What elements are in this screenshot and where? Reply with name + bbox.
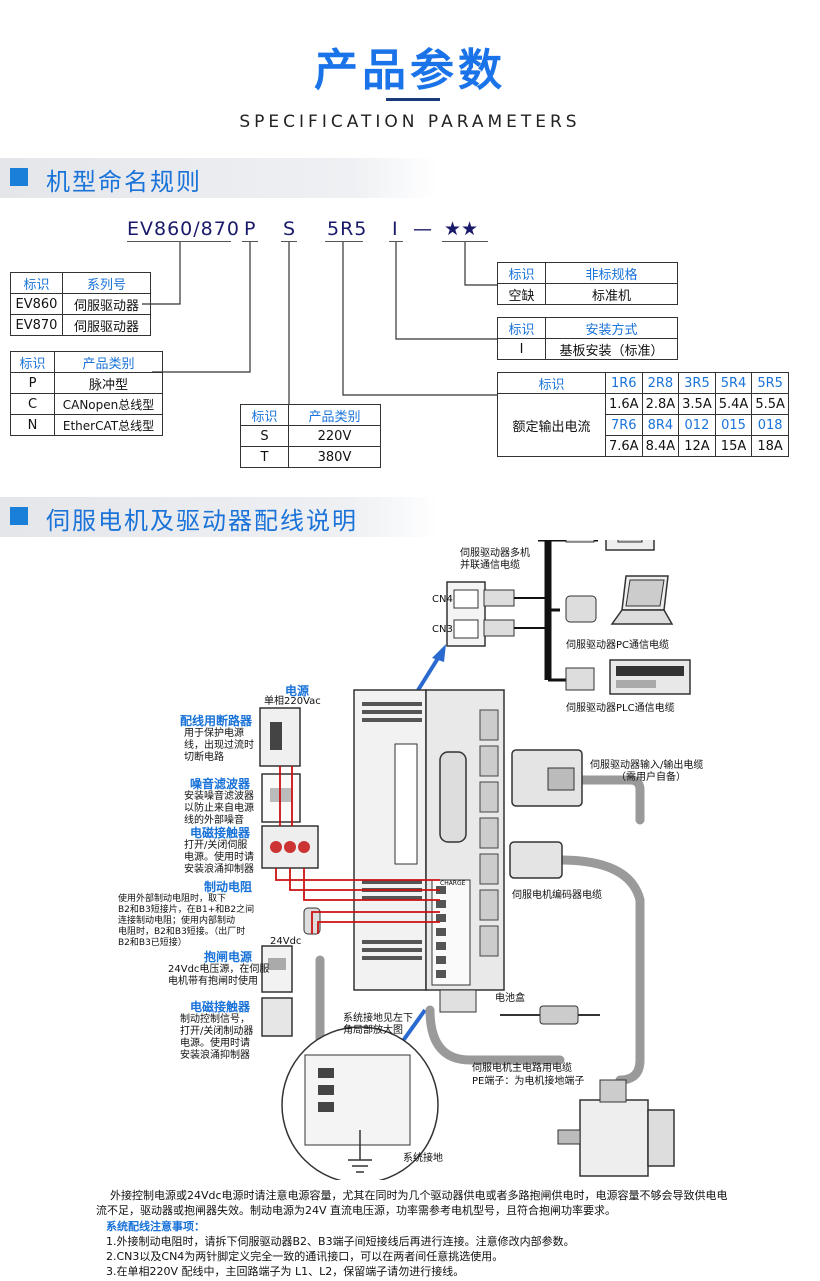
section-header-naming: 机型命名规则 [0,158,438,198]
brake-res-label: 制动电阻 [204,880,253,894]
notes-heading: 系统配线注意事项： [106,1220,205,1233]
model-code-dash: — [413,218,433,240]
title-underline [386,98,440,101]
filter-desc: 安装噪音滤波器 以防止来自电源 线的外部噪音 [184,791,254,826]
wiring-diagram [259,540,691,1180]
brake-res-desc: 使用外部制动电阻时，取下 B2和B3短接片，在B1+和B2之间 连接制动电阻；使… [118,894,255,948]
encoder-cable-label: 伺服电机编码器电缆 [512,890,602,901]
brake-power-label: 抱闸电源 [204,950,253,964]
power-label: 电源 [285,684,310,698]
vdc-label: 24Vdc [270,936,302,947]
brake-power-desc: 24Vdc电压源，在伺服 电机带有抱闸时使用 [168,964,270,987]
model-code-series: EV860/870 [127,218,240,240]
breaker-label: 配线用断路器 [180,714,253,728]
notes-item-2: 2.CN3以及CN4为两针脚定义完全一致的通讯接口，可以在两者间任意挑选使用。 [106,1250,504,1263]
model-code-p: P [244,218,257,240]
io-cable-label: 伺服驱动器输入/输出电缆 [590,760,704,771]
current-table: 标识 1R6 2R8 3R5 5R4 5R5 额定输出电流 1.6A 2.8A … [497,372,789,457]
spec-table: 标识非标规格 空缺标准机 [497,262,678,305]
cn4-label: CN4 [432,594,453,605]
contactor2-label: 电磁接触器 [190,1000,251,1014]
contactor-label: 电磁接触器 [190,826,251,840]
system-ground-label: 系统接地 [403,1153,443,1164]
model-code-current: 5R5 [327,218,368,240]
section-marker [10,507,28,525]
notes-item-1: 1.外接制动电阻时，请拆下伺服驱动器B2、B3端子间短接线后再进行连接。注意修改… [106,1235,575,1248]
io-cable-note: （需用户自备） [616,772,686,783]
page-title: 产品参数 [314,45,506,96]
power-spec: 单相220Vac [264,696,321,707]
model-code-install: I [392,218,399,240]
charge-label: CHARGE [440,880,466,887]
main-cable-label: 伺服电机主电路用电缆 [472,1063,572,1074]
ground-note: 系统接地见左下 角局部放大图 [343,1013,413,1036]
naming-connectors [142,242,497,404]
pc-cable-label: 伺服驱动器PC通信电缆 [566,640,670,651]
model-code-s: S [283,218,297,240]
multi-comm-label: 伺服驱动器多机 并联通信电缆 [460,548,530,571]
model-code-stars: ★★ [444,218,479,240]
notes-item-3: 3.在单相220V 配线中，主回路端子为 L1、L2，保留端子请勿进行接线。 [106,1265,465,1278]
section-title: 伺服电机及驱动器配线说明 [46,507,358,535]
contactor2-desc: 制动控制信号， 打开/关闭制动器 电源。使用时请 安装浪涌抑制器 [180,1014,254,1061]
cn3-label: CN3 [432,624,453,635]
contactor-desc: 打开/关闭伺服 电源。使用时请 安装浪涌抑制器 [184,840,254,875]
section-title: 机型命名规则 [46,168,202,196]
breaker-desc: 用于保护电源 线，出现过流时 切断电路 [184,728,254,763]
plc-cable-label: 伺服驱动器PLC通信电缆 [566,703,675,714]
filter-label: 噪音滤波器 [190,777,251,791]
notes-paragraph: 外接控制电源或24Vdc电源时请注意电源容量，尤其在同时为几个驱动器供电或者多路… [96,1189,728,1217]
section-marker [10,168,28,186]
pe-note: PE端子：为电机接地端子 [472,1076,585,1087]
page-subtitle: SPECIFICATION PARAMETERS [239,112,581,132]
battery-label: 电池盒 [495,993,525,1004]
section-header-wiring: 伺服电机及驱动器配线说明 [0,497,438,537]
